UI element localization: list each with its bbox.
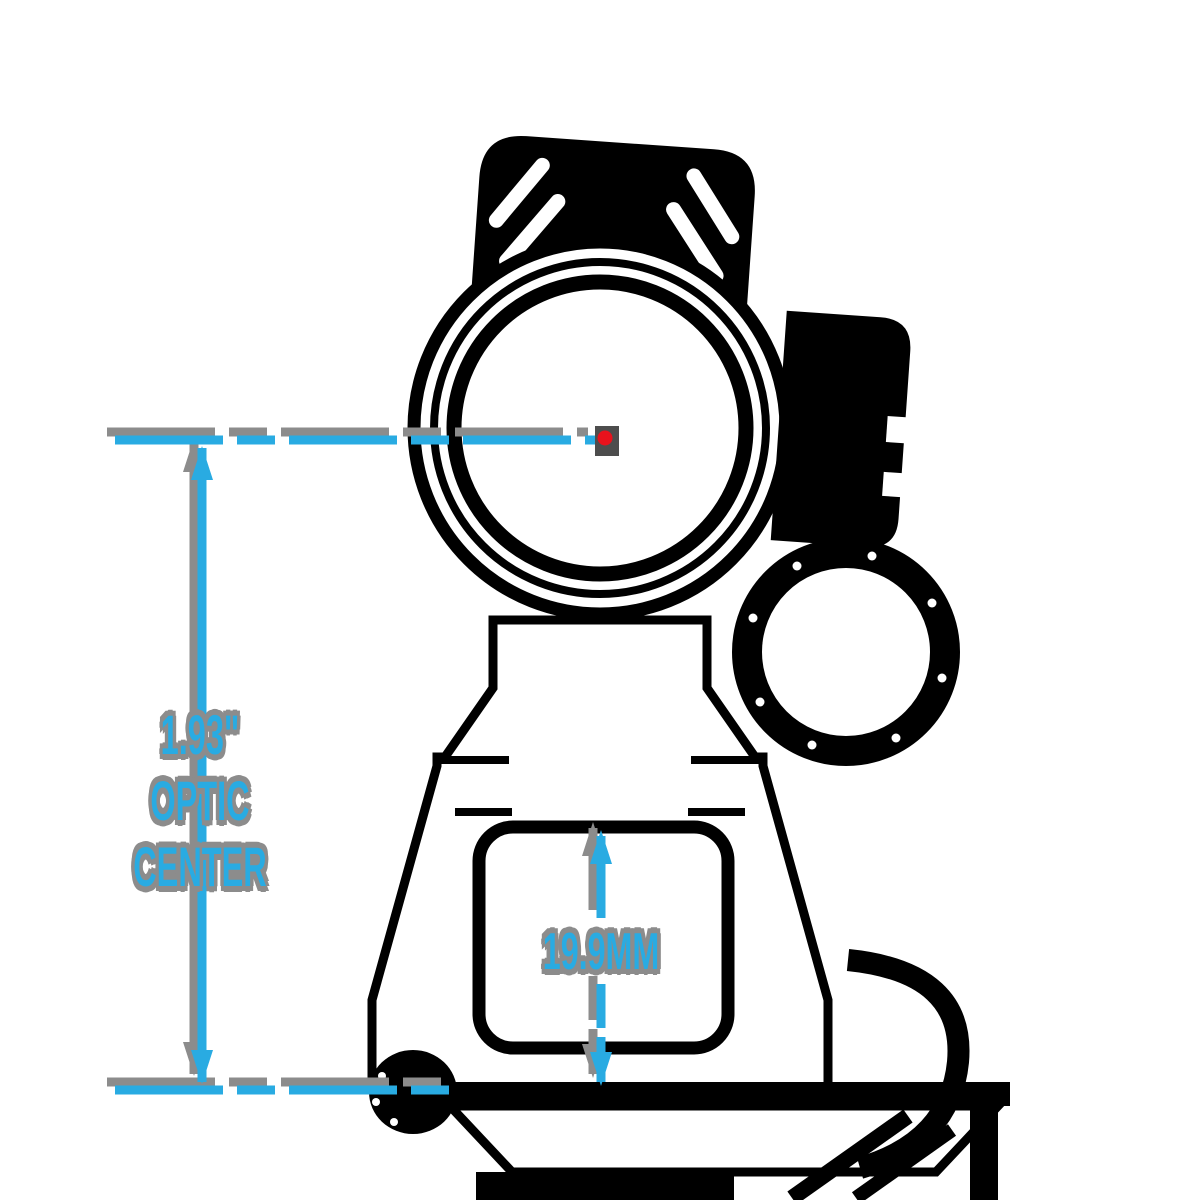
- rail-hatch-line: [851, 1124, 957, 1200]
- optic-center-label: 1.93" OPTIC CENTER: [107, 702, 293, 900]
- cap-slot-icon: [666, 202, 724, 284]
- knurling-dot: [807, 740, 817, 750]
- cap-slot-icon: [488, 157, 550, 228]
- knurling-dot: [867, 551, 877, 561]
- knurling-dot: [755, 697, 765, 707]
- rail-height-label: 19.9MM: [542, 923, 660, 981]
- optic-center-value: 1.93": [160, 703, 240, 766]
- arrow-down-icon: [590, 1052, 612, 1086]
- knurling-dot: [891, 733, 901, 743]
- knob-notch: [882, 471, 904, 498]
- bolt-highlight-dot: [390, 1118, 398, 1126]
- battery-cap-ring: [732, 538, 960, 766]
- red-dot-icon: [597, 430, 613, 446]
- cap-slot-icon: [686, 168, 740, 245]
- arrow-down-icon: [191, 1050, 213, 1084]
- knurling-dot: [792, 561, 802, 571]
- arrow-up-icon: [590, 830, 612, 864]
- rail-right-post: [970, 1106, 998, 1200]
- dimension-group: [107, 426, 619, 1095]
- cap-slot-icon: [499, 194, 566, 269]
- knob-notch: [885, 416, 908, 444]
- knurling-dot: [748, 613, 758, 623]
- windage-knob: [770, 310, 911, 547]
- optic-center-caption: OPTIC CENTER: [133, 769, 267, 898]
- rail-hatch-line: [787, 1109, 913, 1200]
- windage-knob-group: [770, 310, 911, 547]
- dimension-lines: [115, 435, 612, 1095]
- qd-lever-hook: [846, 949, 970, 1179]
- bolt-highlight-dot: [372, 1098, 380, 1106]
- knurling-dot: [937, 673, 947, 683]
- arrow-up-icon: [191, 446, 213, 480]
- rail-group: [436, 1082, 1010, 1200]
- red-dot-group: [595, 426, 619, 456]
- battery-cap-group: [732, 538, 960, 766]
- knurling-dot: [927, 598, 937, 608]
- lens-inner-ring: [446, 274, 754, 582]
- rail-base-block: [476, 1172, 734, 1200]
- optic-body-group: [367, 136, 1010, 1200]
